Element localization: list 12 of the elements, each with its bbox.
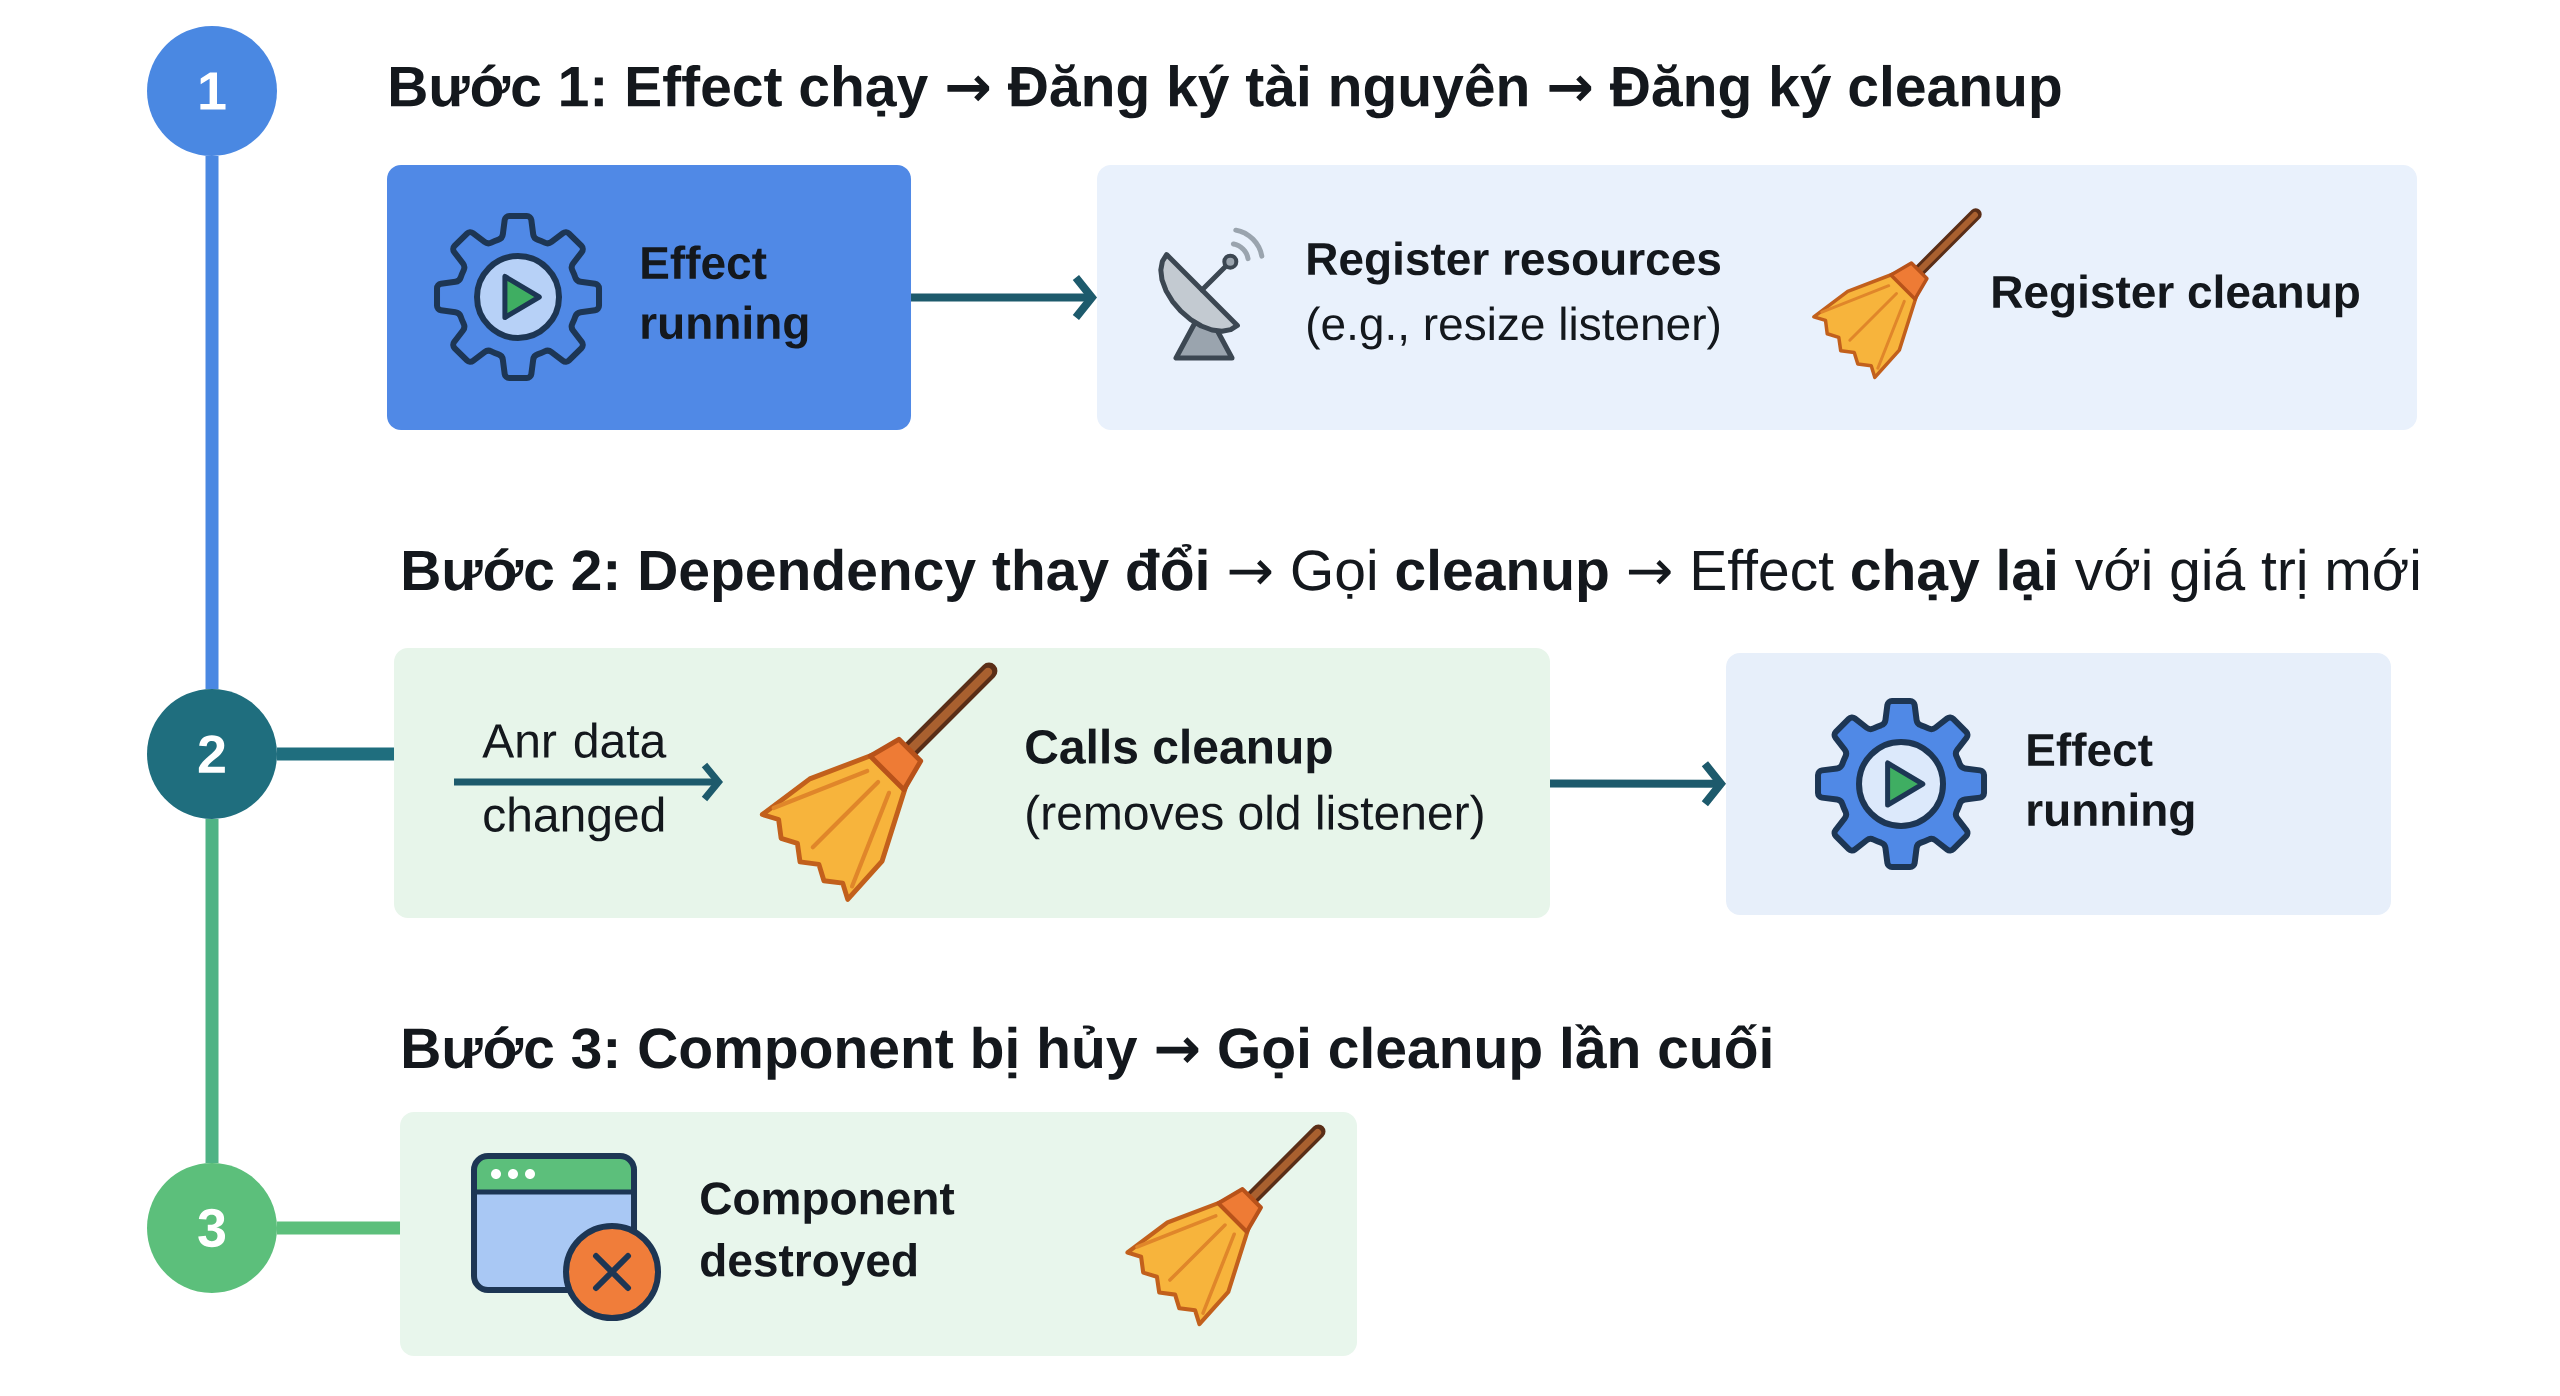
connector-line [277,747,394,761]
heading: Bước 1: Effect chạy → Đăng ký tài nguyên → Đăng ký cleanup [391,63,2061,119]
connector-line [205,156,219,689]
process-box: Effect running [1726,653,2391,915]
heading: Bước 3: Component bị hủy → Gọi cleanup lần cuối [404,1024,1771,1080]
process-box: Anr data changed Calls cleanup (removes old listener) [394,648,1550,918]
connector-line [277,1221,400,1235]
heading: Bước 2: Dependency thay đổi → Gọi cleanup → Effect chạy lại với giá trị mới [404,544,2418,602]
process-box: Component destroyed [400,1112,1357,1356]
connector-line [205,819,219,1163]
process-box: Register resources (e.g., resize listener) Register cleanup [1097,165,2417,430]
process-box: Effect running [387,165,911,430]
